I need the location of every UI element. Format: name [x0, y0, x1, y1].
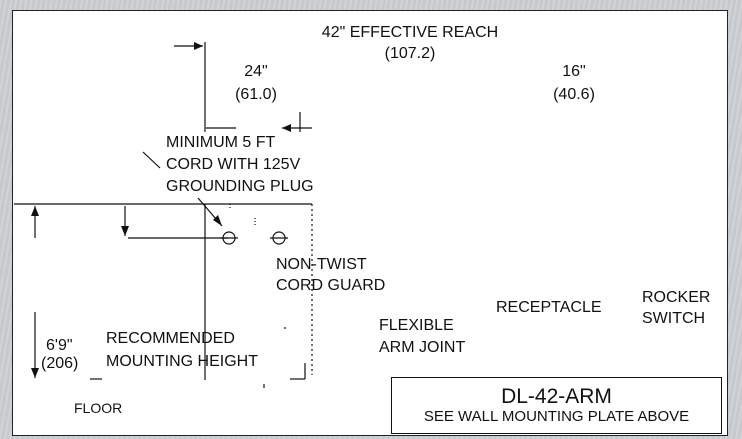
flex-label-line1: FLEXIBLE [379, 317, 454, 334]
arrowhead-24-right [282, 124, 291, 132]
recommended-label-line1: RECOMMENDED [106, 330, 235, 347]
cord-label-line1: MINIMUM 5 FT [166, 134, 276, 151]
height-ft-label: 6'9" [46, 337, 73, 354]
floor-label: FLOOR [74, 400, 123, 416]
guard-label-line2: CORD GUARD [276, 277, 386, 294]
title-block-note: SEE WALL MOUNTING PLATE ABOVE [423, 408, 690, 425]
arrowhead-24-left [194, 42, 203, 50]
rocker-label-line1: ROCKER [642, 289, 711, 306]
arrowhead-cord [213, 215, 222, 226]
arrowhead-height-top [31, 206, 39, 216]
drawing-sheet [12, 10, 728, 436]
dim-24-label: 24" [244, 63, 268, 80]
arrowhead-outlet [121, 226, 129, 236]
rocker-label-line2: SWITCH [642, 310, 706, 327]
cord-label-line3: GROUNDING PLUG [166, 178, 314, 195]
reach-label: 42" EFFECTIVE REACH [321, 24, 499, 41]
model-number: DL-42-ARM [501, 385, 612, 408]
recommended-label-line2: MOUNTING HEIGHT [106, 353, 258, 370]
dim-24-metric-label: (61.0) [235, 86, 277, 103]
flex-label-line2: ARM JOINT [379, 339, 466, 356]
receptacle-label: RECEPTACLE [496, 299, 602, 316]
title-block: DL-42-ARM SEE WALL MOUNTING PLATE ABOVE [391, 377, 722, 434]
cord-leader-upper [142, 151, 161, 169]
height-metric-label: (206) [41, 355, 79, 372]
reach-metric-label: (107.2) [384, 45, 436, 62]
arrowhead-height-bottom [31, 368, 39, 378]
cord-label-line2: CORD WITH 125V [166, 156, 301, 173]
dim-16-label: 16" [562, 63, 586, 80]
dim-16-metric-label: (40.6) [553, 86, 595, 103]
guard-label-line1: NON-TWIST [276, 256, 367, 273]
